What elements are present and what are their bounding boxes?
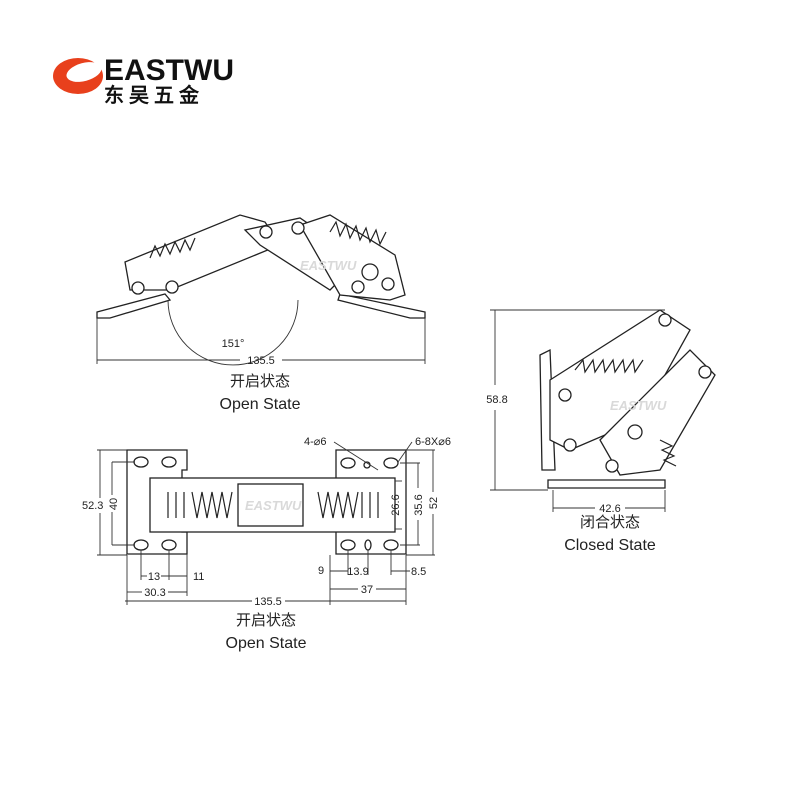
dim-13: 13 (148, 571, 160, 583)
dim-8-5: 8.5 (411, 566, 426, 578)
dim-52-3: 52.3 (82, 500, 103, 512)
closed-state-label-en: Closed State (564, 537, 656, 554)
open-state-label-cn: 开启状态 (230, 373, 290, 390)
dim-35-6: 35.6 (413, 494, 425, 515)
dim-30-3: 30.3 (144, 587, 165, 599)
watermark-closed: EASTWU (610, 398, 667, 413)
dim-135-5: 135.5 (254, 596, 282, 608)
dim-9: 9 (318, 565, 324, 577)
closed-state-label-cn: 闭合状态 (580, 514, 640, 531)
closed-width-label: 42.6 (599, 503, 620, 515)
logo-brand: EASTWU (104, 54, 234, 87)
logo: EASTWU 东吴五金 (53, 54, 234, 107)
open-top-label-cn: 开启状态 (236, 612, 296, 629)
dim-11: 11 (193, 571, 204, 583)
open-state-top-view: EASTWU 4-⌀6 6-8X⌀6 52.3 40 26.6 35.6 52 … (82, 436, 451, 652)
hole-small-label: 4-⌀6 (304, 436, 327, 448)
dim-26-6: 26.6 (390, 494, 402, 515)
open-width-label: 135.5 (247, 355, 275, 367)
open-angle-label: 151° (222, 338, 245, 350)
dim-13-9: 13.9 (347, 566, 368, 578)
closed-state-side-view: 58.8 42.6 EASTWU 闭合状态 Closed State (486, 309, 716, 554)
logo-brand-cn: 东吴五金 (104, 83, 204, 107)
dim-40: 40 (108, 498, 120, 510)
closed-height-label: 58.8 (486, 394, 507, 406)
open-state-side-view: 151° 135.5 EASTWU 开启状态 Open State (96, 214, 426, 413)
watermark-top: EASTWU (245, 498, 302, 513)
watermark: EASTWU (300, 258, 357, 273)
open-state-label-en: Open State (220, 396, 301, 413)
dim-52: 52 (428, 497, 440, 509)
open-top-label-en: Open State (226, 635, 307, 652)
dim-37: 37 (361, 584, 373, 596)
hole-slot-label: 6-8X⌀6 (415, 436, 451, 448)
